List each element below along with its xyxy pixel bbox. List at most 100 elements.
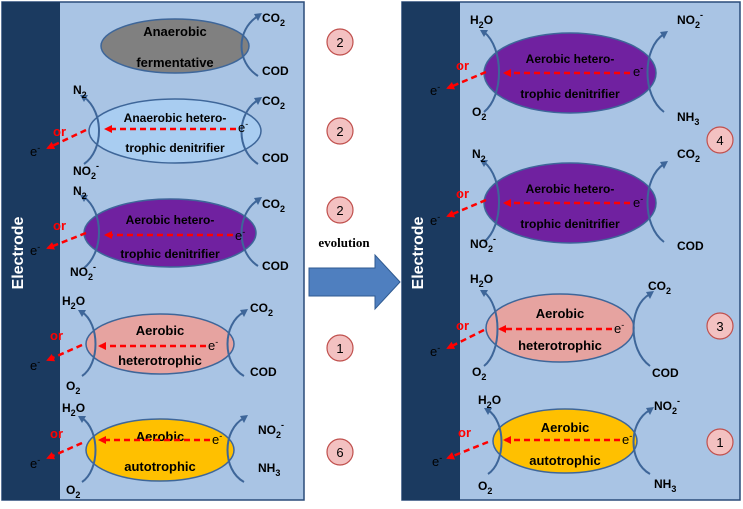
right-cell-3: Aerobic heterotrophic H2O O2 CO2 COD e- … — [430, 272, 679, 382]
electron-electrode-label: e- — [30, 242, 40, 258]
output-top-label: CO2 — [262, 11, 285, 28]
input-bottom-label: O2 — [478, 479, 492, 496]
output-curve — [646, 163, 665, 243]
output-arrowhead — [254, 197, 262, 205]
or-label: or — [53, 124, 66, 139]
input-top-label: N2 — [73, 83, 87, 100]
output-curve — [226, 417, 245, 483]
electron-transfer-to-electrode — [46, 231, 87, 250]
cell-label-line1: Aerobic — [536, 306, 584, 321]
output-arrowhead — [254, 13, 262, 21]
left-cell-1: Anaerobic fermentative CO2 COD 2 — [100, 11, 354, 78]
electron-electrode-label: e- — [430, 343, 440, 359]
electron-internal-label: e- — [238, 119, 248, 135]
output-top-label: CO2 — [262, 94, 285, 111]
or-label: or — [456, 58, 469, 73]
cell-label-line2: trophic denitrifier — [520, 217, 620, 231]
left-electrode-bar — [2, 2, 60, 500]
evolution-arrow-shape — [308, 253, 401, 311]
or-label: or — [456, 318, 469, 333]
cell-label-line1: Aerobic — [136, 429, 184, 444]
input-curve — [483, 291, 499, 367]
output-arrowhead — [240, 309, 248, 317]
input-arrowhead — [480, 30, 488, 37]
or-label: or — [456, 186, 469, 201]
or-label: or — [53, 218, 66, 233]
input-bottom-label: O2 — [472, 365, 486, 382]
electron-internal-label: e- — [633, 194, 643, 210]
input-arrowhead — [80, 95, 88, 102]
count-badge — [706, 312, 734, 340]
cell-label-line2: trophic denitrifier — [120, 247, 220, 261]
output-bottom-label: COD — [677, 239, 704, 253]
input-bottom-label: O2 — [472, 105, 486, 122]
input-top-label: H2O — [62, 401, 85, 418]
cell-label-line1: Anaerobic hetero- — [124, 111, 227, 125]
input-top-label: H2O — [478, 393, 501, 410]
electron-internal-label: e- — [622, 431, 632, 447]
right-cell-2: Aerobic hetero- trophic denitrifier N2 N… — [430, 147, 704, 254]
cell-label-line2: trophic denitrifier — [520, 87, 620, 101]
left-cell-2: Anaerobic hetero- trophic denitrifier N2… — [30, 83, 354, 181]
cell-label-line2: autotrophic — [124, 459, 196, 474]
cell-ellipse-aerobic-autotrophic — [85, 418, 235, 482]
count-badge — [326, 334, 354, 362]
electron-electrode-label: e- — [30, 143, 40, 159]
output-curve — [240, 199, 259, 267]
count-badge — [326, 117, 354, 145]
right-cell-1: Aerobic hetero- trophic denitrifier H2O … — [430, 10, 703, 127]
output-top-label: NO2- — [654, 396, 680, 416]
right-electrode-label: Electrode — [410, 216, 427, 289]
output-bottom-label: COD — [262, 64, 289, 78]
evolution-label: evolution — [318, 235, 370, 250]
cell-ellipse-anaerobic-denitrifier — [88, 98, 262, 164]
input-arrowhead — [78, 310, 86, 317]
output-bottom-label: COD — [262, 151, 289, 165]
input-curve — [83, 196, 100, 269]
input-bottom-label: O2 — [66, 483, 80, 500]
input-bottom-label: NO2- — [73, 161, 99, 181]
count-badge-value: 1 — [716, 435, 723, 450]
cell-ellipse-anaerobic-fermentative — [100, 18, 250, 74]
input-curve — [81, 311, 97, 377]
output-bottom-label: NH3 — [654, 477, 676, 494]
output-top-label: NO2- — [258, 420, 284, 440]
right-cell-4: Aerobic autotrophic H2O O2 NO2- NH3 e- o… — [432, 393, 680, 496]
or-label: or — [50, 328, 63, 343]
cell-label-line1: Aerobic hetero- — [526, 182, 615, 196]
input-curve — [483, 161, 500, 243]
left-panel: Electrode — [1, 1, 305, 501]
input-curve — [483, 31, 500, 113]
input-arrowhead — [484, 408, 492, 415]
count-badge — [706, 126, 734, 154]
electron-transfer-to-electrode — [46, 441, 83, 460]
output-top-label: CO2 — [677, 147, 700, 164]
cell-label-line2: heterotrophic — [118, 353, 202, 368]
electron-transfer-to-electrode — [46, 128, 87, 150]
input-top-label: N2 — [472, 147, 486, 164]
input-curve — [81, 417, 97, 483]
output-bottom-label: NH3 — [258, 461, 280, 478]
input-bottom-label: NO2- — [70, 262, 96, 282]
count-badge-value: 2 — [336, 203, 343, 218]
output-arrowhead — [240, 415, 248, 423]
input-curve — [487, 409, 503, 475]
output-curve — [646, 33, 665, 113]
output-bottom-label: COD — [652, 366, 679, 380]
electron-transfer-to-electrode — [446, 328, 485, 350]
cell-label-line2: fermentative — [136, 55, 213, 70]
output-arrowhead — [660, 161, 668, 169]
output-curve — [632, 409, 651, 475]
output-top-label: CO2 — [648, 279, 671, 296]
count-badge-value: 2 — [336, 124, 343, 139]
input-top-label: H2O — [62, 294, 85, 311]
output-arrowhead — [646, 291, 654, 299]
cell-label-line1: Aerobic — [136, 323, 184, 338]
count-badge — [326, 196, 354, 224]
input-arrowhead — [80, 195, 88, 202]
output-arrowhead — [254, 97, 262, 105]
electron-internal-label: e- — [235, 227, 245, 243]
output-curve — [632, 293, 651, 367]
electron-electrode-label: e- — [30, 357, 40, 373]
